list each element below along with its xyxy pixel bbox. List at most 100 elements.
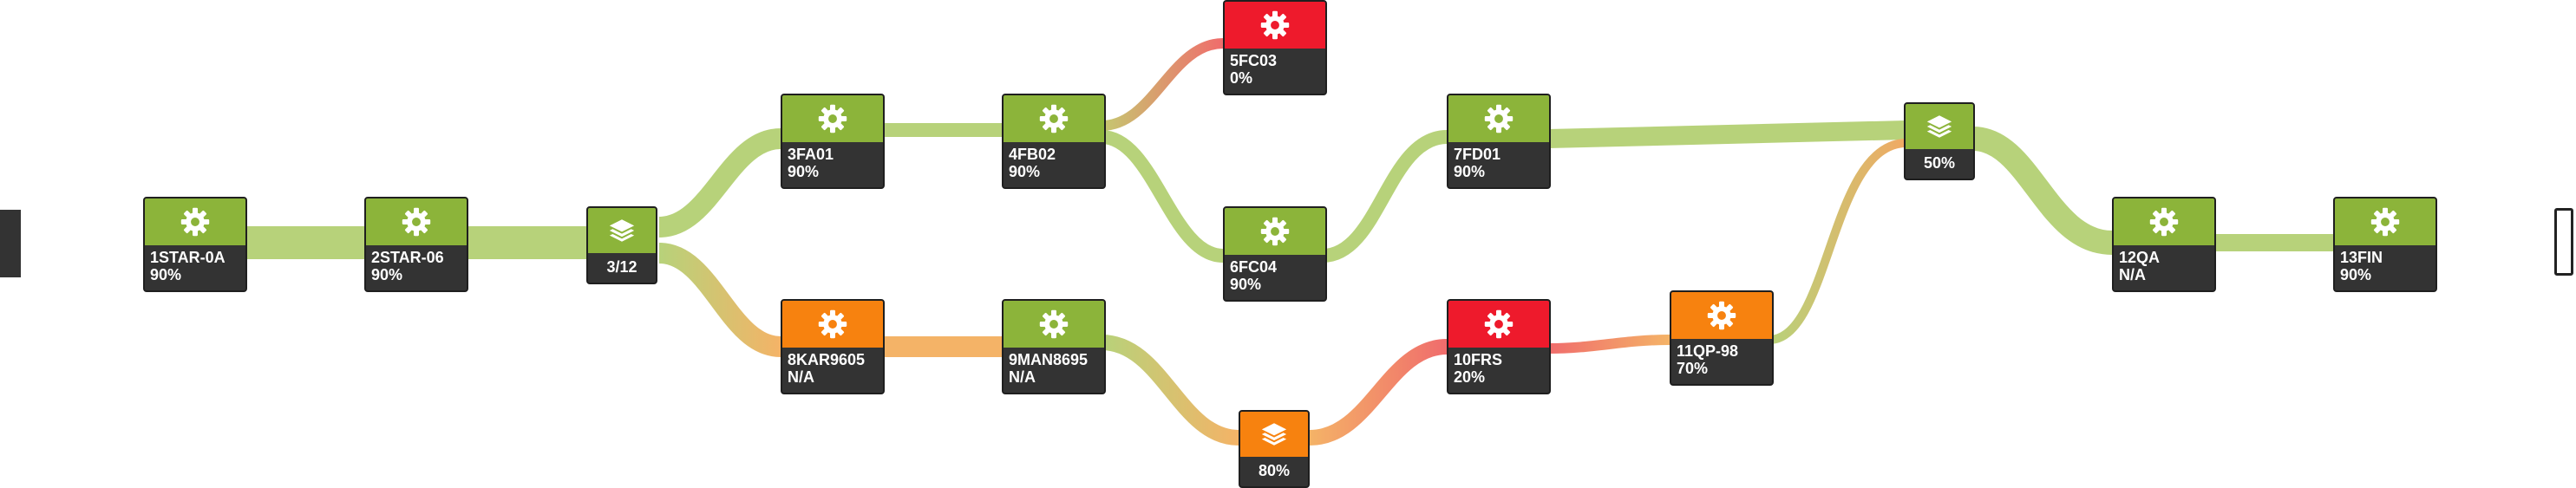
node-header [1448,301,1549,348]
node-value: 90% [788,163,820,180]
gear-icon [817,309,848,340]
node-label: 6FC04 [1230,258,1278,276]
node-header [2335,198,2435,245]
gear-icon [180,206,211,237]
node-header [1906,104,1973,149]
edge-11QP-to-merge-top [1769,139,1907,344]
node-label: 5FC03 [1230,52,1278,69]
node-label: 12QA [2119,249,2161,266]
gear-icon [1706,300,1737,331]
node-label: 11QP-98 [1677,342,1739,360]
node-value: 90% [371,266,403,283]
edge-9MAN-to-merge-bottom [1101,335,1239,446]
node-value: 90% [1009,163,1041,180]
node-value: N/A [1009,368,1036,386]
node-value: 90% [1230,276,1262,293]
gear-icon [817,103,848,134]
layers-icon [607,216,637,245]
node-body: 80% [1240,457,1308,479]
node-header [782,95,883,142]
node-header [145,198,245,245]
gear-icon [1483,309,1514,340]
node-label: 13FIN [2340,249,2383,266]
gear-icon [1038,309,1069,340]
gear-icon [2370,206,2401,237]
gear-icon [1483,103,1514,134]
edge-4FB02-to-6FC04 [1101,130,1224,263]
node-header [366,198,467,245]
node-header [1240,412,1308,457]
node-label: 3FA01 [788,146,834,163]
node-header [1225,208,1325,255]
node-value: 90% [1454,163,1486,180]
node-label: 8KAR9605 [788,351,866,368]
flow-start-marker [0,210,21,277]
flow-end-marker[interactable] [2554,208,2573,276]
node-header [2114,198,2214,245]
node-label: 7FD01 [1454,146,1501,163]
layers-icon [1925,112,1954,141]
node-label: 4FB02 [1009,146,1056,163]
node-value: N/A [2119,266,2146,283]
edge-7FD01-to-merge-top [1547,120,1907,148]
node-value: 3/12 [606,258,637,276]
node-value: 50% [1923,154,1956,172]
node-header [1004,95,1104,142]
node-merge-top[interactable]: 50% [1904,102,1975,180]
gear-icon [1259,216,1291,247]
layers-icon [1259,420,1289,449]
node-value: 0% [1230,69,1253,87]
gear-icon [2148,206,2180,237]
node-merge-bottom[interactable]: 80% [1239,410,1310,488]
node-header [1448,95,1549,142]
node-value: 80% [1258,462,1291,479]
node-label: 1STAR-0A [150,249,226,266]
node-label: 9MAN8695 [1009,351,1089,368]
edge-merge-bottom-to-10FRS [1309,339,1448,446]
gear-icon [1038,103,1069,134]
node-label: 10FRS [1454,351,1503,368]
edge-10FRS-to-11QP [1547,335,1670,354]
node-header [588,208,656,253]
node-header [1004,301,1104,348]
gear-icon [401,206,432,237]
node-split[interactable]: 3/12 [586,206,657,284]
edge-6FC04-to-7FD01 [1322,130,1448,263]
gear-icon [1259,10,1291,41]
node-header [782,301,883,348]
node-label: 2STAR-06 [371,249,444,266]
node-value: 70% [1677,360,1709,377]
edge-split-to-8KAR [657,243,782,357]
node-value: 90% [2340,266,2372,283]
node-header [1225,2,1325,49]
node-body: 3/12 [588,253,656,276]
node-value: 20% [1454,368,1486,386]
node-body: 50% [1906,149,1973,172]
